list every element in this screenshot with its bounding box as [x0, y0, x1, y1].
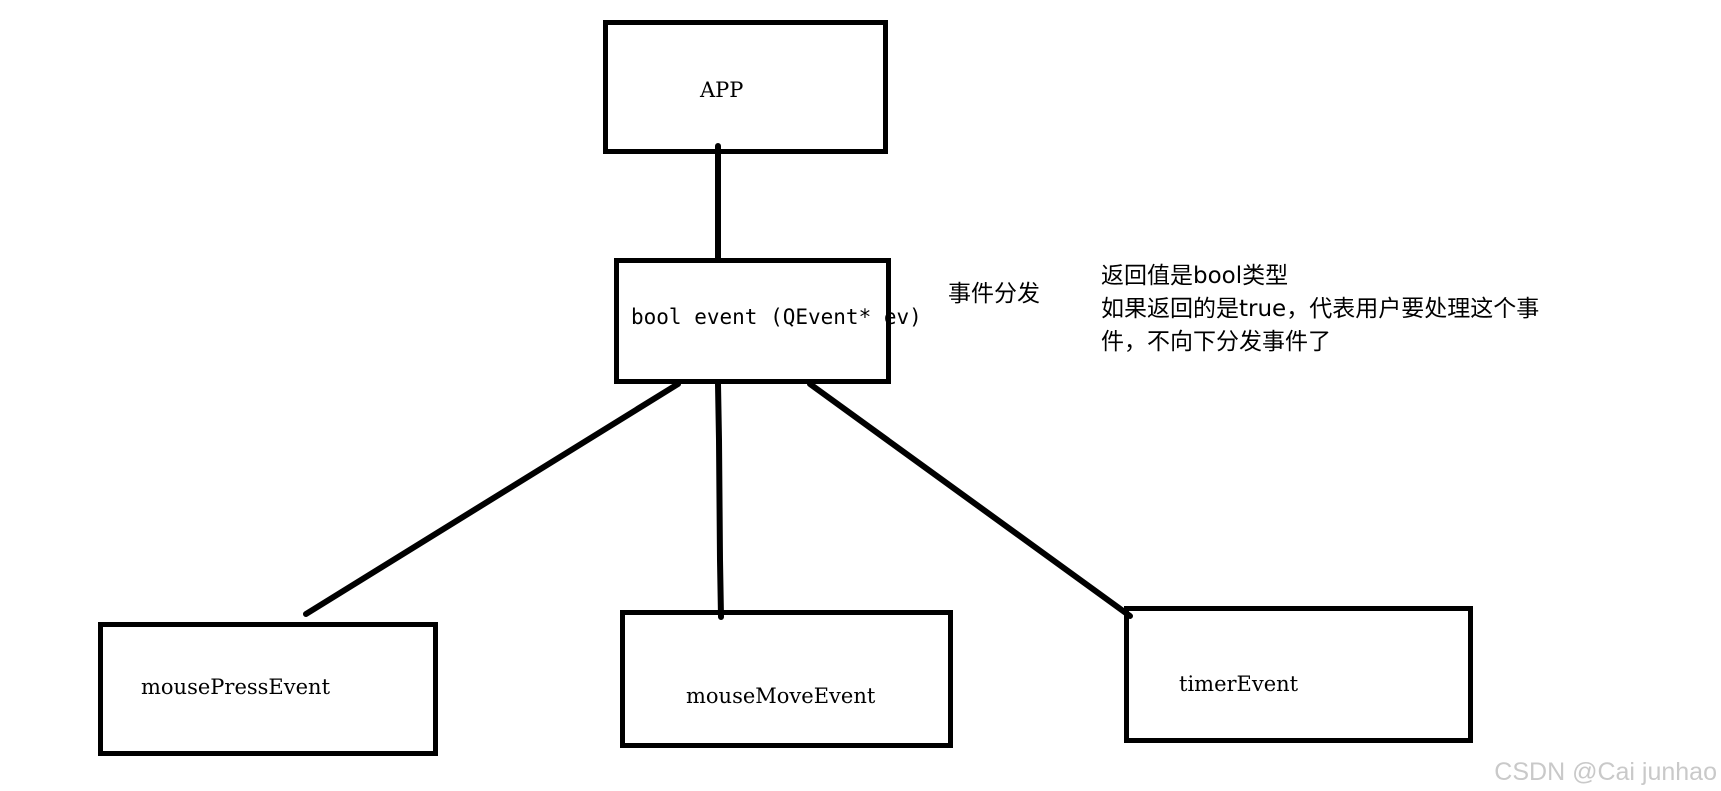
edge-event-to-timer: [807, 381, 1133, 619]
return-value-note-line-1: 返回值是bool类型: [1101, 263, 1289, 289]
return-value-note: 返回值是bool类型 如果返回的是true，代表用户要处理这个事 件，不向下分发…: [1101, 260, 1539, 359]
timer-event-node: [1124, 606, 1473, 743]
edge-event-to-mouse-move: [715, 381, 724, 620]
app-node: [603, 20, 888, 154]
return-value-note-line-3: 件，不向下分发事件了: [1101, 329, 1331, 355]
mouse-press-event-node: [98, 622, 438, 756]
mouse-press-event-label: mousePressEvent: [141, 675, 331, 699]
event-node: [614, 258, 891, 384]
mouse-move-event-node: [620, 610, 953, 748]
return-value-note-line-2: 如果返回的是true，代表用户要处理这个事: [1101, 296, 1540, 322]
timer-event-label: timerEvent: [1179, 672, 1299, 696]
edge-event-to-mouse-press: [303, 381, 681, 617]
event-node-label: bool event (QEvent* ev): [631, 305, 922, 329]
dispatch-annotation: 事件分发: [948, 281, 1040, 307]
watermark: CSDN @Cai junhao: [1494, 758, 1717, 786]
mouse-move-event-label: mouseMoveEvent: [686, 684, 876, 708]
app-node-label: APP: [700, 78, 744, 102]
